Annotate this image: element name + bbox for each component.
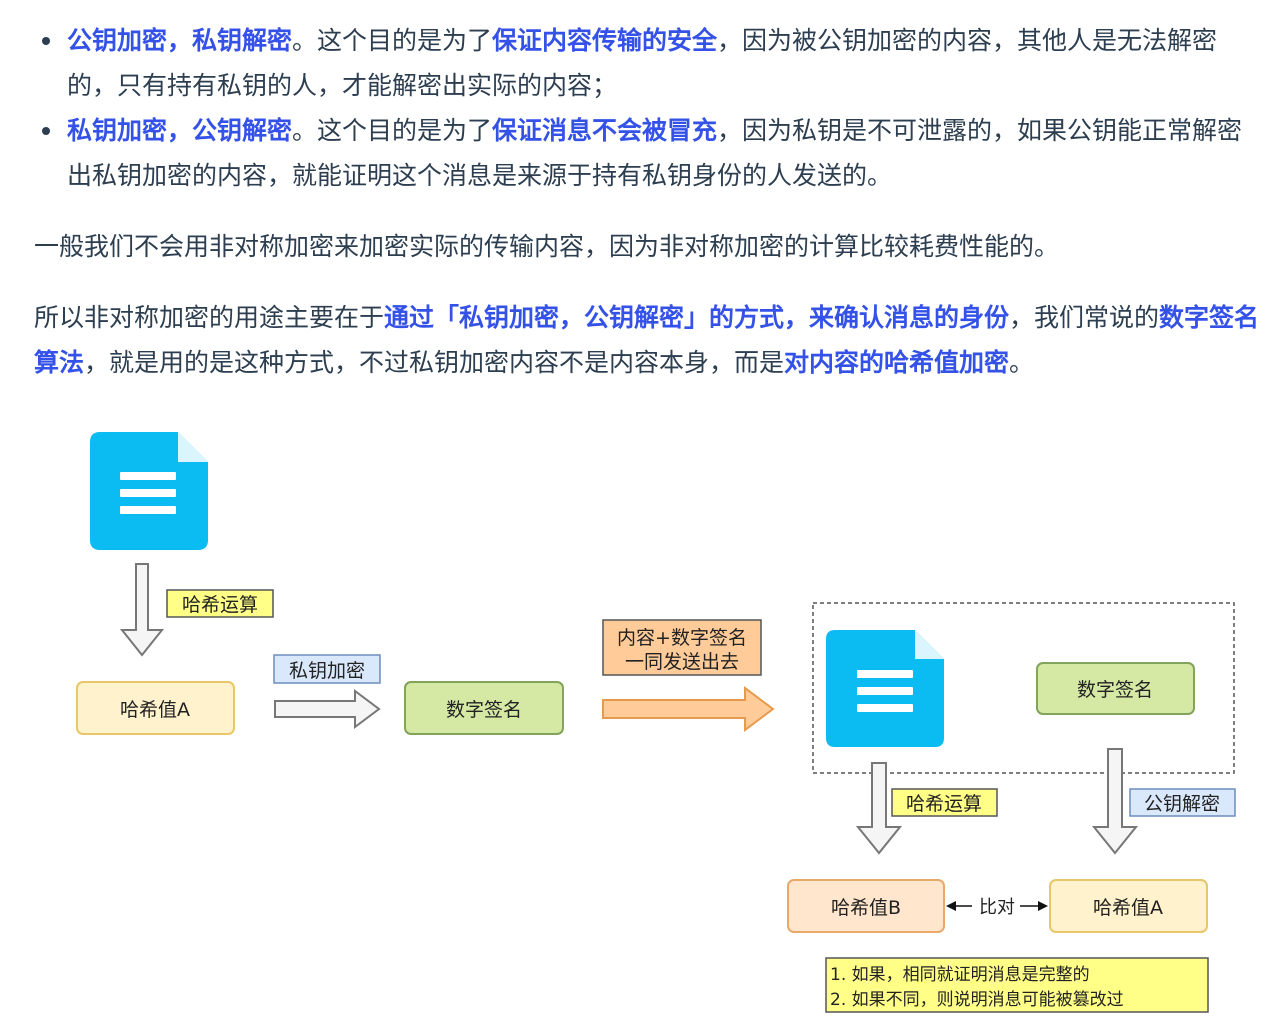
- label-hash-op-1-bg: [166, 589, 274, 618]
- result-note-line1: 1. 如果，相同就证明消息是完整的: [830, 965, 1090, 985]
- received-message-container: [812, 602, 1235, 774]
- plain-text: 。这个目的是为了: [292, 116, 493, 145]
- document-icon-received: [826, 630, 944, 747]
- send-arrow: [602, 686, 775, 732]
- label-hash-op-2: 哈希运算: [906, 793, 982, 815]
- box-signature-2-label: 数字签名: [1077, 679, 1153, 701]
- plain-text: ，因为私钥是不可泄露的，如果公钥能正常解密出私钥加密的内容，就能证明这个消息是来…: [67, 116, 1243, 190]
- compare-label: 比对: [979, 897, 1015, 918]
- down-arrow: [855, 762, 903, 855]
- label-hash-op-2-bg: [891, 788, 998, 817]
- bullet-item-private-encrypt: 私钥加密，公钥解密。这个目的是为了保证消息不会被冒充，因为私钥是不可泄露的，如果…: [42, 108, 1260, 198]
- paragraph-performance: 一般我们不会用非对称加密来加密实际的传输内容，因为非对称加密的计算比较耗费性能的…: [34, 232, 1060, 261]
- box-hash-a-2: [1049, 879, 1208, 933]
- paragraph-signature: 所以非对称加密的用途主要在于通过「私钥加密，公钥解密」的方式，来确认消息的身份，…: [34, 295, 1260, 385]
- box-hash-b-label: 哈希值B: [831, 897, 901, 919]
- result-note-bg: [825, 957, 1209, 1013]
- label-private-encrypt-bg: [273, 654, 381, 684]
- highlight-text: 保证消息不会被冒充: [492, 116, 718, 145]
- article-body: 公钥加密，私钥解密。这个目的是为了保证内容传输的安全，因为被公钥加密的内容，其他…: [34, 18, 1260, 385]
- plain-text: ，我们常说的: [1009, 303, 1160, 332]
- highlight-text: 数字签名算法: [34, 303, 1260, 377]
- box-hash-a-1: [76, 681, 235, 735]
- plain-text: ，就是用的是这种方式，不过私钥加密内容不是内容本身，而是: [84, 348, 785, 377]
- label-hash-op-1: 哈希运算: [182, 594, 258, 616]
- result-note-line2: 2. 如果不同，则说明消息可能被篡改过: [830, 989, 1124, 1010]
- plain-text: 。这个目的是为了: [292, 26, 493, 55]
- bullet-item-public-encrypt: 公钥加密，私钥解密。这个目的是为了保证内容传输的安全，因为被公钥加密的内容，其他…: [42, 18, 1260, 108]
- label-private-encrypt: 私钥加密: [289, 660, 365, 682]
- label-public-decrypt-bg: [1129, 788, 1236, 817]
- highlight-text: 通过「私钥加密，公钥解密」的方式，来确认消息的身份: [384, 303, 1010, 332]
- label-send-line2: 一同发送出去: [625, 651, 739, 673]
- label-public-decrypt: 公钥解密: [1144, 793, 1220, 815]
- label-send-bg: [602, 619, 762, 676]
- document-icon: [90, 432, 208, 550]
- compare-connector: [946, 901, 1048, 911]
- right-arrow: [274, 689, 381, 729]
- label-send-line1: 内容+数字签名: [617, 627, 747, 649]
- box-signature-2: [1036, 662, 1195, 715]
- bullet-list: 公钥加密，私钥解密。这个目的是为了保证内容传输的安全，因为被公钥加密的内容，其他…: [34, 18, 1260, 198]
- down-arrow: [119, 563, 165, 657]
- box-hash-b: [787, 879, 945, 933]
- plain-text: 所以非对称加密的用途主要在于: [34, 303, 385, 332]
- down-arrow: [1091, 748, 1139, 855]
- highlight-text: 公钥加密，私钥解密: [67, 26, 293, 55]
- highlight-text: 私钥加密，公钥解密: [67, 116, 293, 145]
- highlight-text: 对内容的哈希值加密: [784, 348, 1010, 377]
- box-hash-a-2-label: 哈希值A: [1093, 897, 1163, 919]
- box-signature-1-label: 数字签名: [446, 699, 522, 721]
- box-hash-a-1-label: 哈希值A: [120, 699, 190, 721]
- highlight-text: 保证内容传输的安全: [492, 26, 718, 55]
- box-signature-1: [404, 681, 564, 735]
- plain-text: ，因为被公钥加密的内容，其他人是无法解密的，只有持有私钥的人，才能解密出实际的内…: [67, 26, 1218, 100]
- plain-text: 。: [1009, 348, 1035, 377]
